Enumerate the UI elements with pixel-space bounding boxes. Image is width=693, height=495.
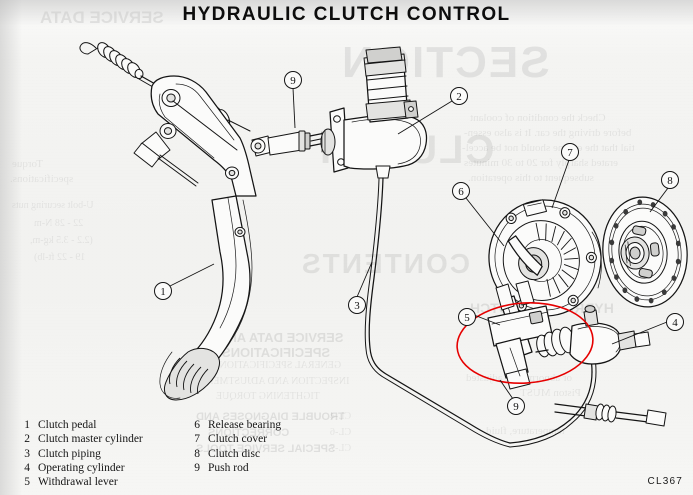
legend-column-right: 6 Release bearing 7 Clutch cover 8 Clutch dis… — [184, 418, 354, 475]
legend-item-label: Clutch master cylinder — [38, 433, 143, 446]
legend-item-number: 5 — [24, 476, 30, 489]
callout-withdrawal-lever: 5 — [458, 308, 476, 326]
callout-clutch-pedal: 1 — [154, 282, 172, 300]
push-rod-upper — [250, 130, 331, 157]
legend-item: 2 Clutch master cylinder — [14, 432, 204, 446]
callout-operating-cylinder: 4 — [666, 313, 684, 331]
callout-clutch-cover: 7 — [561, 143, 579, 161]
legend-item-label: Release bearing — [208, 419, 282, 431]
callout-clutch-master-cylinder: 2 — [450, 87, 468, 105]
callout-push-rod-upper: 9 — [284, 71, 302, 89]
clutch-pedal-pad — [159, 347, 220, 401]
figure-id: CL367 — [647, 476, 683, 487]
callout-clutch-disc: 8 — [661, 171, 679, 189]
red-highlight-annotation — [456, 302, 594, 384]
callout-number: 9 — [513, 401, 519, 413]
legend-item-number: 2 — [24, 433, 30, 446]
callout-number: 3 — [354, 300, 360, 312]
legend-item-label: Clutch disc — [208, 447, 261, 460]
legend-item: 8 Clutch disc — [184, 447, 354, 461]
callout-leaders — [169, 87, 669, 400]
operating-cylinder — [535, 305, 651, 365]
legend-item-number: 3 — [24, 447, 30, 460]
callout-clutch-piping: 3 — [348, 296, 366, 314]
callout-circle — [666, 313, 684, 331]
page-title: HYDRAULIC CLUTCH CONTROL — [182, 4, 511, 25]
callout-numbers: 1 2 3 4 5 6 7 8 9 9 — [154, 71, 684, 415]
legend-item-label: Push rod — [208, 461, 249, 474]
legend-item: 5 Withdrawal lever — [14, 475, 204, 489]
callout-circle — [561, 143, 579, 161]
callout-circle — [154, 282, 172, 300]
callout-circle — [452, 182, 470, 200]
legend-column-left: 1 Clutch pedal 2 Clutch master cylinder 3 Clu… — [14, 418, 204, 489]
callout-number: 7 — [567, 147, 573, 159]
legend-item-number: 8 — [194, 447, 200, 460]
legend-item-label: Clutch piping — [38, 447, 101, 460]
push-rod-lower — [554, 403, 667, 427]
callout-push-rod-lower: 9 — [507, 397, 525, 415]
callout-number: 6 — [458, 186, 464, 198]
clutch-piping — [364, 177, 597, 448]
legend-item-label: Withdrawal lever — [38, 476, 118, 489]
legend-item: 4 Operating cylinder — [14, 461, 204, 475]
legend-item-label: Operating cylinder — [38, 461, 125, 474]
callout-number: 2 — [456, 91, 462, 103]
callout-circle — [348, 296, 366, 314]
callout-number: 5 — [464, 312, 470, 324]
legend-item: 1 Clutch pedal — [14, 418, 204, 432]
legend-item-number: 1 — [24, 419, 30, 431]
callout-number: 8 — [667, 175, 673, 187]
callout-release-bearing: 6 — [452, 182, 470, 200]
callout-circle — [507, 397, 525, 415]
callout-circle — [661, 171, 679, 189]
callout-circle — [284, 71, 302, 89]
callout-number: 1 — [160, 286, 166, 298]
callout-circle — [450, 87, 468, 105]
legend-item-label: Clutch pedal — [38, 419, 97, 431]
legend-item: 6 Release bearing — [184, 418, 354, 432]
legend-item-label: Clutch cover — [208, 433, 268, 446]
legend-item: 3 Clutch piping — [14, 447, 204, 461]
clutch-disc — [602, 196, 688, 308]
legend-item-number: 9 — [194, 461, 200, 474]
callout-number: 9 — [290, 75, 296, 87]
pedal-return-spring-upper — [79, 42, 144, 80]
callout-number: 4 — [672, 317, 678, 329]
legend-item-number: 6 — [194, 419, 200, 431]
legend-item: 9 Push rod — [184, 461, 354, 475]
clutch-master-cylinder — [320, 46, 428, 179]
legend-item-number: 7 — [194, 433, 200, 446]
legend-item: 7 Clutch cover — [184, 432, 354, 446]
operating-cylinder-boot — [536, 326, 575, 358]
legend-item-number: 4 — [24, 461, 30, 474]
clutch-pedal-assembly — [79, 42, 257, 401]
pedal-adjuster-rod — [133, 100, 238, 187]
withdrawal-lever — [487, 280, 553, 390]
callout-circle — [458, 308, 476, 326]
